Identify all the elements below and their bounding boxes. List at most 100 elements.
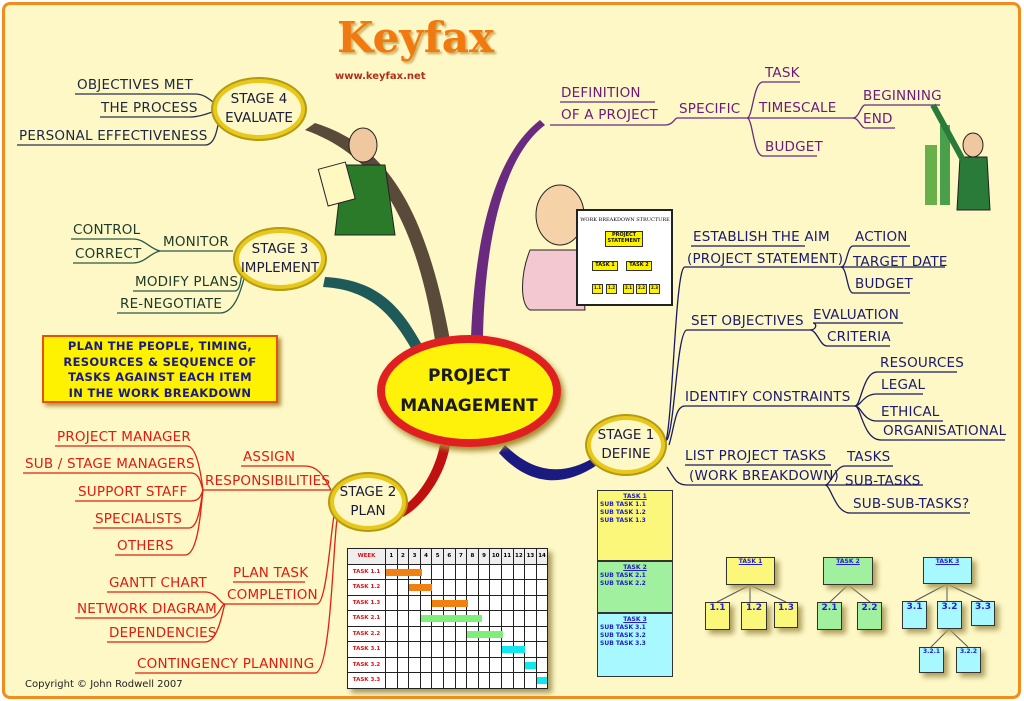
stage-name: DEFINE [601, 446, 651, 462]
branch-label: THE PROCESS [101, 100, 198, 116]
gantt-cell [535, 594, 549, 611]
gantt-cell [500, 579, 514, 596]
website-link[interactable]: www.keyfax.net [335, 71, 426, 82]
tree-node: 3.2.2 [956, 647, 981, 673]
gantt-bar [501, 646, 526, 653]
gantt-cell [408, 594, 421, 611]
whiteboard-leaf: 1.1 [592, 284, 603, 294]
gantt-cell [454, 579, 468, 596]
gantt-task-label: TASK 1.2 [347, 579, 386, 596]
gantt-cell [489, 656, 502, 673]
gantt-bar [536, 677, 548, 684]
gantt-cell [466, 672, 479, 689]
gantt-cell [431, 594, 469, 611]
gantt-cell [512, 610, 526, 627]
gantt-cell [524, 579, 537, 596]
gantt-cell [396, 579, 410, 596]
branch-label: CRITERIA [827, 329, 891, 345]
task-list-subtask: SUB TASK 1.3 [600, 517, 646, 524]
gantt-cell [477, 656, 491, 673]
gantt-week: 9 [477, 548, 491, 565]
task-list-subtask: SUB TASK 3.2 [600, 632, 646, 639]
gantt-cell [535, 656, 549, 673]
branch-label: RESOURCES [880, 355, 965, 371]
tree-node: 2.1 [817, 602, 842, 630]
tree-task-2: TASK 2 [823, 557, 873, 585]
gantt-cell [442, 656, 456, 673]
stage-2-node: STAGE 2 PLAN [330, 474, 406, 530]
gantt-cell [385, 579, 398, 596]
gantt-cell [442, 579, 456, 596]
gantt-cell [454, 672, 468, 689]
gantt-week: 5 [431, 548, 444, 565]
gantt-task-label: TASK 3.3 [347, 672, 386, 689]
gantt-cell [524, 656, 537, 673]
branch-label: SET OBJECTIVES [691, 313, 804, 329]
whiteboard-task: TASK 2 [626, 261, 652, 271]
gantt-week: 6 [442, 548, 456, 565]
gantt-cell [524, 672, 537, 689]
gantt-cell [408, 656, 421, 673]
gantt-cell [466, 579, 479, 596]
gantt-bar [420, 615, 482, 622]
branch-label: NETWORK DIAGRAM [77, 601, 217, 617]
gantt-cell [408, 641, 421, 658]
gantt-cell [466, 625, 503, 642]
branch-label: ACTION [855, 229, 908, 245]
gantt-cell [500, 672, 514, 689]
gantt-cell [385, 625, 398, 642]
gantt-cell [408, 672, 421, 689]
branch-label: PERSONAL EFFECTIVENESS [19, 128, 208, 144]
branch-label: BEGINNING [863, 88, 942, 104]
gantt-cell [396, 594, 410, 611]
gantt-cell [489, 641, 502, 658]
gantt-cell [512, 579, 526, 596]
gantt-row: TASK 3.1 [347, 641, 549, 658]
gantt-cell [500, 656, 514, 673]
gantt-cell [454, 641, 468, 658]
gantt-row: TASK 3.3 [347, 672, 549, 689]
gantt-row: TASK 1.3 [347, 594, 549, 611]
branch-label: TIMESCALE [759, 100, 837, 116]
gantt-week: 2 [396, 548, 410, 565]
whiteboard-task: TASK 1 [592, 261, 618, 271]
gantt-cell [419, 672, 433, 689]
tree-node: 1.1 [705, 602, 730, 630]
stage-name: PLAN [350, 503, 386, 519]
gantt-cell [396, 672, 410, 689]
gantt-cell [385, 672, 398, 689]
branch-label: OTHERS [117, 538, 174, 554]
branch-label: TASK [765, 65, 800, 81]
gantt-week: 8 [466, 548, 479, 565]
gantt-cell [512, 672, 526, 689]
task-list-subtask: SUB TASK 1.1 [600, 501, 646, 508]
copyright: Copyright © John Rodwell 2007 [25, 679, 183, 690]
gantt-cell [396, 641, 410, 658]
branch-label: CORRECT [75, 246, 142, 262]
gantt-cell [535, 672, 549, 689]
gantt-cell [466, 656, 479, 673]
gantt-cell [419, 625, 433, 642]
branch-label: LEGAL [881, 377, 926, 393]
branch-label: SUB / STAGE MANAGERS [25, 456, 195, 472]
branch-label: IDENTIFY CONSTRAINTS [685, 389, 851, 405]
gantt-cell [442, 641, 456, 658]
gantt-cell [535, 641, 549, 658]
gantt-cell [442, 625, 456, 642]
branch-label: DEPENDENCIES [109, 625, 217, 641]
note-line: RESOURCES & SEQUENCE OF [63, 354, 257, 369]
tree-node: 3.1 [902, 601, 927, 629]
gantt-cell [524, 610, 537, 627]
gantt-cell [396, 625, 410, 642]
gantt-cell [385, 563, 422, 580]
branch-label: SUB-TASKS [845, 473, 921, 489]
whiteboard-leaf: 1.2 [606, 284, 617, 294]
stage-label: STAGE 2 [339, 484, 397, 500]
branch-label: CONTROL [73, 222, 141, 238]
gantt-cell [408, 625, 421, 642]
gantt-cell [477, 579, 491, 596]
branch-label: RESPONSIBILITIES [205, 473, 331, 489]
